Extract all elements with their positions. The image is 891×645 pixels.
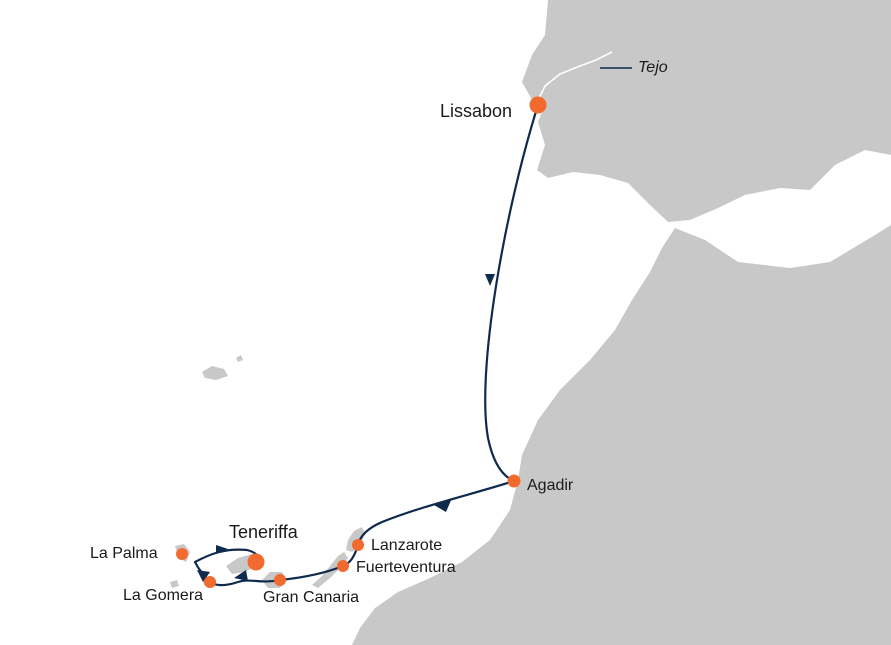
arrowhead-icon [434, 498, 452, 512]
label-agadir: Agadir [527, 477, 574, 494]
island-el-hierro [170, 580, 179, 588]
landmass-iberia [522, 0, 891, 222]
port-marker-agadir [507, 474, 521, 488]
island-madeira [202, 366, 228, 380]
label-la-gomera: La Gomera [123, 587, 204, 604]
route-line [193, 103, 540, 587]
port-marker-lanzarote [352, 539, 364, 551]
arrowhead-icon [197, 570, 210, 582]
arrowhead-icon [485, 274, 495, 286]
island-porto-santo [236, 355, 243, 362]
label-lanzarote: Lanzarote [371, 537, 443, 554]
label-tejo: Tejo [638, 59, 668, 76]
island-lanzarote [346, 527, 365, 552]
label-lissabon: Lissabon [440, 101, 513, 121]
label-gran-canaria: Gran Canaria [263, 589, 360, 606]
port-marker-lissabon [529, 96, 547, 114]
port-marker-teneriffa [247, 553, 265, 571]
port-marker-la-gomera [204, 576, 216, 588]
port-marker-gran-canaria [274, 574, 286, 586]
label-la-palma: La Palma [90, 545, 158, 562]
port-marker-la-palma [176, 548, 188, 560]
port-marker-fuerteventura [337, 560, 349, 572]
label-fuerteventura: Fuerteventura [356, 559, 456, 576]
label-teneriffa: Teneriffa [229, 522, 298, 542]
arrowhead-icon [216, 545, 228, 554]
arrowhead-icon [234, 570, 248, 581]
river-tejo [537, 51, 613, 101]
landmass-africa [352, 225, 891, 645]
